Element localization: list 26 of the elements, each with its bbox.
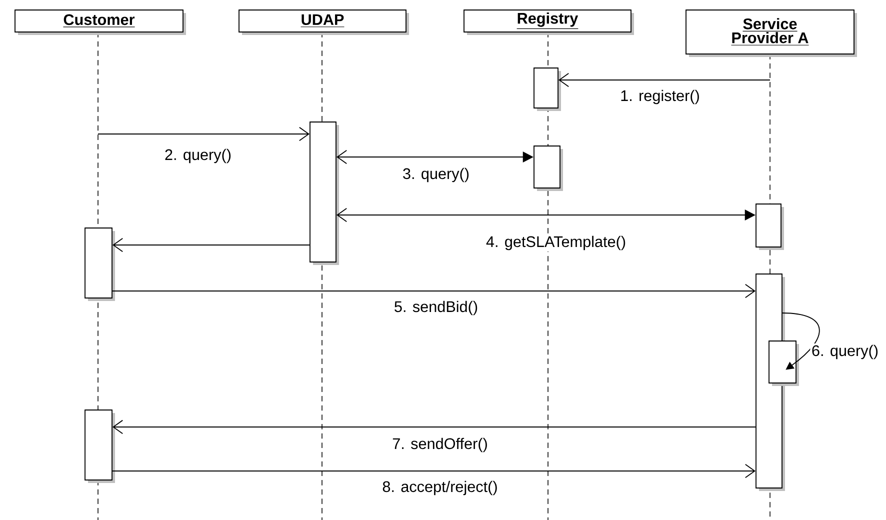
message-label: 7. sendOffer() (392, 438, 487, 452)
activation-bar (756, 204, 784, 250)
message-label: 2. query() (165, 148, 231, 164)
self-message-arrow (782, 312, 820, 370)
activation-bar (534, 146, 563, 191)
lifeline-header: Registry (464, 10, 634, 35)
message-label: 4. getSLATemplate() (486, 236, 626, 250)
activation-bar (84, 228, 115, 301)
message-arrow (112, 464, 756, 478)
message-arrow (112, 284, 756, 298)
activation-bar (534, 68, 561, 111)
activation-bar (84, 410, 115, 483)
activation-bar (768, 340, 799, 386)
message-arrow (112, 420, 756, 434)
message-label: 6. query() (812, 344, 878, 360)
lifeline-header: UDAP (238, 10, 409, 35)
message-arrow (558, 72, 770, 88)
message-label: 3. query() (403, 168, 469, 182)
message-label: 8. accept/reject() (382, 480, 497, 496)
message-label: 5. sendBid() (394, 300, 478, 316)
message-arrow (98, 126, 310, 142)
message-label: 1. register() (621, 90, 699, 104)
lifeline-header: Customer (14, 10, 186, 35)
lifeline-header: Service Provider A (686, 10, 857, 57)
message-arrow (112, 238, 310, 252)
activation-bar (310, 122, 339, 265)
